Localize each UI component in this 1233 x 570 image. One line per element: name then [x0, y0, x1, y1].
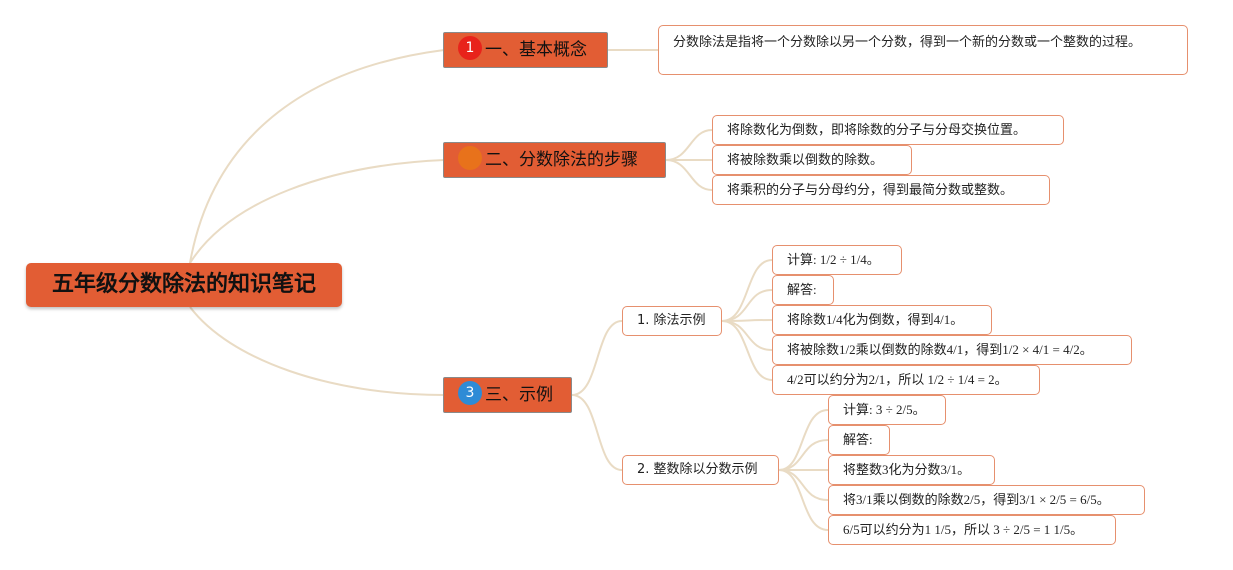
link-ex2-2	[778, 439, 829, 471]
ex1-item[interactable]: 将被除数1/2乘以倒数的除数4/1，得到1/2 × 4/1 = 4/2。	[772, 335, 1132, 365]
link-examples-1	[571, 320, 623, 396]
link-ex2-5	[778, 469, 829, 531]
step-3[interactable]: 将乘积的分子与分母约分，得到最简分数或整数。	[712, 175, 1050, 205]
link-ex1-5	[721, 320, 773, 381]
link-ex1-4	[721, 320, 773, 351]
link-ex2-4	[778, 469, 829, 501]
link-ex1-1	[721, 259, 773, 322]
branch-label: 一、基本概念	[485, 40, 587, 60]
root-topic[interactable]: 五年级分数除法的知识笔记	[26, 263, 342, 307]
link-root-steps	[189, 159, 445, 264]
ex1-item[interactable]: 解答:	[772, 275, 834, 305]
concept-definition[interactable]: 分数除法是指将一个分数除以另一个分数，得到一个新的分数或一个整数的过程。	[658, 25, 1188, 75]
branch-division-steps[interactable]: 二、分数除法的步骤	[443, 142, 666, 178]
link-root-concept	[189, 49, 445, 264]
ex2-item[interactable]: 将3/1乘以倒数的除数2/5，得到3/1 × 2/5 = 6/5。	[828, 485, 1145, 515]
link-steps-1	[665, 129, 713, 161]
link-steps-3	[665, 159, 713, 191]
link-ex1-2	[721, 289, 773, 322]
branch-label: 三、示例	[485, 385, 553, 405]
ex1-item[interactable]: 4/2可以约分为2/1，所以 1/2 ÷ 1/4 = 2。	[772, 365, 1040, 395]
number-3-badge-icon: 3	[458, 381, 482, 405]
ex2-item[interactable]: 计算: 3 ÷ 2/5。	[828, 395, 946, 425]
example-division[interactable]: 1. 除法示例	[622, 306, 722, 336]
link-examples-2	[571, 394, 623, 471]
step-2[interactable]: 将被除数乘以倒数的除数。	[712, 145, 912, 175]
ex1-item[interactable]: 将除数1/4化为倒数，得到4/1。	[772, 305, 992, 335]
branch-label: 二、分数除法的步骤	[485, 150, 638, 170]
ex1-item[interactable]: 计算: 1/2 ÷ 1/4。	[772, 245, 902, 275]
number-1-badge-icon: 1	[458, 36, 482, 60]
ex2-item[interactable]: 将整数3化为分数3/1。	[828, 455, 995, 485]
number-2-badge-icon	[458, 146, 482, 170]
ex2-item[interactable]: 解答:	[828, 425, 890, 455]
ex2-item[interactable]: 6/5可以约分为1 1/5，所以 3 ÷ 2/5 = 1 1/5。	[828, 515, 1116, 545]
example-integer-division[interactable]: 2. 整数除以分数示例	[622, 455, 779, 485]
link-ex2-1	[778, 409, 829, 471]
link-root-examples	[189, 306, 445, 396]
step-1[interactable]: 将除数化为倒数，即将除数的分子与分母交换位置。	[712, 115, 1064, 145]
